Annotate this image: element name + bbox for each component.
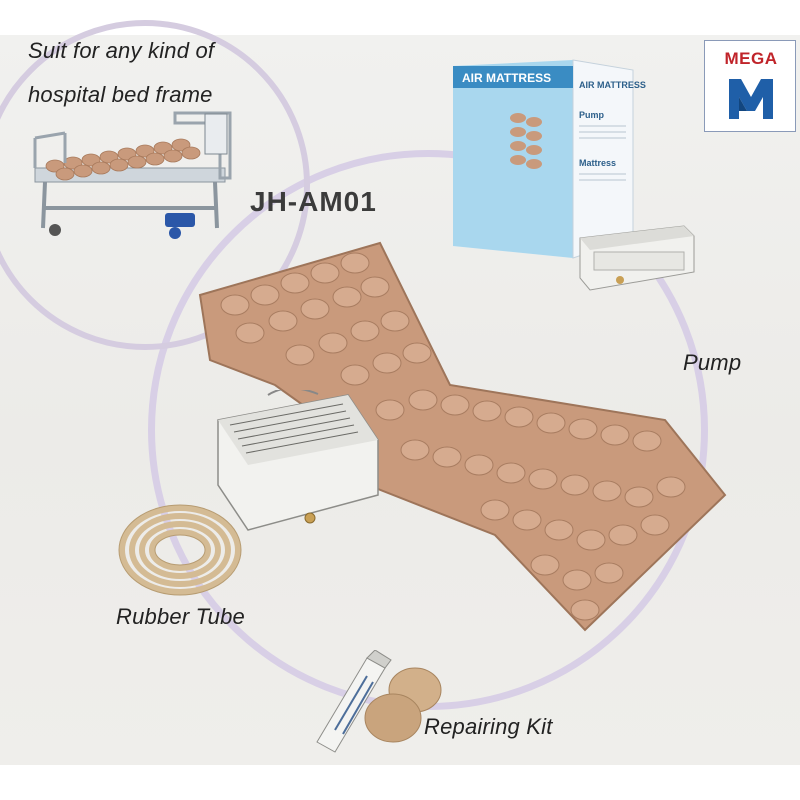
model-title: JH-AM01 [250,186,377,217]
package-box-image: AIR MATTRESS AIR MATTRESS Pump Mattress [453,59,646,259]
rubber-tube-image [118,504,242,596]
box-side-title: AIR MATTRESS [579,80,646,90]
hospital-bed-image [33,111,232,239]
bed-caption-line1: Suit for any kind of [28,38,215,63]
pump-caption: Pump [683,350,742,375]
air-mattress-image [198,241,727,632]
repairing-kit-image [316,650,442,753]
mega-m-logo-icon [729,79,773,119]
brand-name: MEGA [724,49,778,68]
kit-caption: Repairing Kit [424,714,553,739]
tube-caption: Rubber Tube [116,604,245,629]
box-side-pump: Pump [579,110,605,120]
bed-circle [0,20,310,350]
brand-logo: MEGA [704,40,796,132]
pump-unit-image [579,225,695,291]
box-front-title: AIR MATTRESS [462,71,551,85]
main-pump-image [217,390,379,531]
box-side-mattress: Mattress [579,158,616,168]
bed-caption-line2: hospital bed frame [28,82,213,107]
